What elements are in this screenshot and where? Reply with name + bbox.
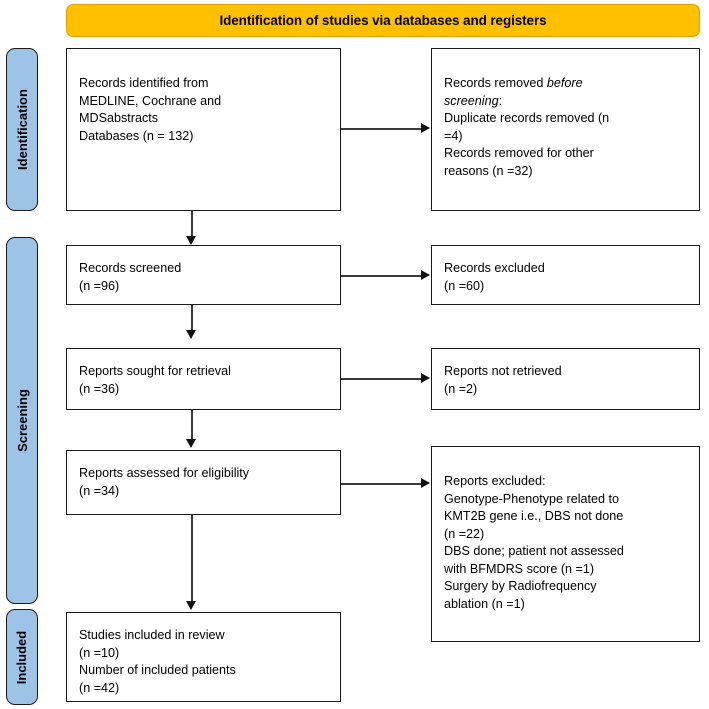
arrowhead-assessed-to-included: [186, 601, 196, 610]
connector-screened-to-sought: [191, 305, 193, 332]
arrowhead-assessed-to-reportsexcluded: [421, 478, 430, 488]
box-records-excluded-text: Records excluded (n =60): [444, 261, 545, 293]
connector-assessed-to-included: [191, 515, 193, 603]
diagram-header-banner: Identification of studies via databases …: [66, 4, 700, 37]
box-reports-sought-text: Reports sought for retrieval (n =36): [79, 364, 231, 396]
box-reports-not-retrieved: Reports not retrieved (n =2): [431, 348, 700, 410]
stage-label-screening-text: Screening: [14, 389, 30, 452]
arrowhead-sought-to-assessed: [186, 439, 196, 448]
removed-line1-italic: before: [546, 76, 583, 90]
stage-label-identification-text: Identification: [14, 89, 30, 170]
box-records-screened: Records screened (n =96): [66, 245, 341, 305]
connector-assessed-to-reportsexcluded: [341, 483, 423, 485]
box-records-identified: Records identified from MEDLINE, Cochran…: [66, 48, 341, 211]
box-reports-excluded-detailed-text: Reports excluded: Genotype-Phenotype rel…: [444, 474, 624, 611]
box-records-removed-text: Records removed before screening: Duplicat…: [444, 75, 691, 180]
connector-sought-to-assessed: [191, 410, 193, 441]
box-reports-excluded-detailed: Reports excluded: Genotype-Phenotype rel…: [431, 446, 700, 642]
removed-rest: Duplicate records removed (n =4) Records…: [444, 111, 610, 178]
box-reports-not-retrieved-text: Reports not retrieved (n =2): [444, 364, 562, 396]
diagram-title: Identification of studies via databases …: [219, 13, 547, 28]
stage-label-identification: Identification: [6, 48, 38, 211]
removed-line2-plain: :: [498, 93, 503, 108]
box-records-identified-text: Records identified from MEDLINE, Cochran…: [79, 76, 222, 143]
box-records-excluded: Records excluded (n =60): [431, 245, 700, 305]
arrowhead-screened-to-excluded: [421, 270, 430, 280]
box-reports-sought-for-retrieval: Reports sought for retrieval (n =36): [66, 348, 341, 410]
box-reports-assessed-for-eligibility: Reports assessed for eligibility (n =34): [66, 450, 341, 515]
box-studies-included: Studies included in review (n =10) Numbe…: [66, 612, 341, 702]
stage-label-screening: Screening: [6, 237, 38, 604]
connector-sought-to-notretrieved: [341, 378, 423, 380]
removed-line2-italic: screening: [444, 93, 499, 108]
box-studies-included-text: Studies included in review (n =10) Numbe…: [79, 628, 236, 695]
stage-label-included-text: Included: [14, 630, 30, 684]
stage-label-included: Included: [6, 609, 38, 705]
box-records-removed: Records removed before screening: Duplicat…: [431, 48, 700, 211]
connector-screened-to-excluded: [341, 275, 423, 277]
box-reports-assessed-text: Reports assessed for eligibility (n =34): [79, 466, 250, 498]
box-records-screened-text: Records screened (n =96): [79, 261, 182, 293]
arrowhead-sought-to-notretrieved: [421, 373, 430, 383]
removed-line1-plain: Records removed: [444, 76, 547, 90]
connector-identified-to-removed: [341, 128, 423, 130]
arrowhead-identified-to-removed: [421, 123, 430, 133]
connector-identified-to-screened: [191, 211, 193, 238]
arrowhead-screened-to-sought: [186, 330, 196, 339]
arrowhead-identified-to-screened: [186, 236, 196, 245]
